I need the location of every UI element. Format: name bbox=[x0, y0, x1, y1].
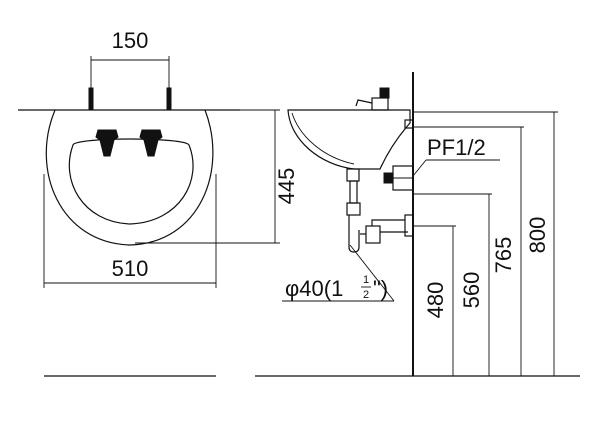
basin-bowl-outline bbox=[68, 138, 194, 225]
front-view: 150 510 445 bbox=[18, 28, 299, 377]
dim-rim-height: 800 bbox=[525, 217, 550, 254]
dim-tap-spacing: 150 bbox=[112, 28, 149, 53]
label-drain-size: φ40(1 1 2 ") bbox=[282, 244, 395, 302]
svg-text:φ40(1: φ40(1 bbox=[285, 276, 343, 301]
basin-side-outline bbox=[287, 109, 411, 170]
dim-basin-depth: 445 bbox=[274, 168, 299, 205]
wall-bracket bbox=[404, 119, 414, 129]
supply-pipe-right bbox=[166, 87, 172, 111]
side-view: PF1/2 φ40(1 1 2 ") 480 560 765 800 bbox=[255, 72, 580, 377]
label-supply-thread: PF1/2 bbox=[427, 135, 486, 160]
svg-text:1: 1 bbox=[363, 274, 369, 286]
supply-pipe-left bbox=[88, 87, 94, 111]
dim-drain-height: 480 bbox=[423, 282, 448, 319]
dim-basin-width: 510 bbox=[112, 256, 149, 281]
supply-valve bbox=[383, 165, 414, 191]
svg-text:2: 2 bbox=[363, 289, 369, 301]
tap-right bbox=[139, 129, 163, 157]
dim-overflow-height: 765 bbox=[491, 237, 516, 274]
dim-supply-height: 560 bbox=[459, 272, 484, 309]
svg-text:"): ") bbox=[373, 276, 388, 301]
basin-outer-outline bbox=[45, 109, 214, 246]
faucet-side bbox=[355, 87, 390, 111]
drain-trap bbox=[346, 168, 414, 253]
tap-left bbox=[95, 129, 119, 157]
